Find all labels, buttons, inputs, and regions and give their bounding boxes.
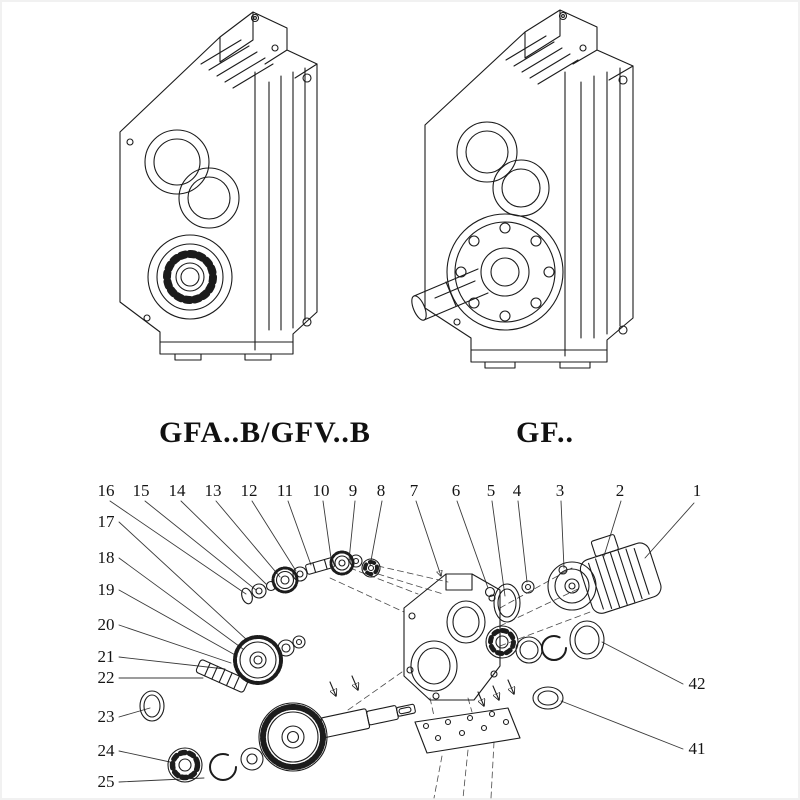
part-number-7: 7 — [410, 481, 419, 500]
motor-part — [484, 534, 662, 623]
part-number-18: 18 — [98, 548, 115, 567]
caption-gf: GF.. — [516, 416, 574, 449]
part-number-24: 24 — [98, 741, 116, 760]
gf-side-ribs — [580, 67, 621, 339]
part-number-22: 22 — [98, 668, 115, 687]
gf-output-shaft — [411, 268, 489, 321]
part-number-11: 11 — [277, 481, 293, 500]
gear-cluster-parts — [139, 635, 306, 722]
caption-gfab: GFA..B/GFV..B — [159, 416, 371, 449]
ring-parts — [485, 620, 605, 710]
gearbox-drawing-gfab — [119, 11, 318, 361]
gfab-outline — [119, 11, 318, 361]
part-number-20: 20 — [98, 615, 115, 634]
gfab-output-bearing — [147, 234, 233, 320]
part-number-13: 13 — [205, 481, 222, 500]
part-number-3: 3 — [556, 481, 565, 500]
part-number-42: 42 — [689, 674, 706, 693]
output-gear-parts — [167, 675, 416, 783]
part-number-1: 1 — [693, 481, 702, 500]
gfab-cooling-fins — [200, 39, 274, 89]
part-number-4: 4 — [513, 481, 522, 500]
part-number-14: 14 — [169, 481, 187, 500]
part-number-12: 12 — [241, 481, 258, 500]
gfab-input-bosses — [144, 129, 240, 229]
part-number-8: 8 — [377, 481, 386, 500]
gfab-side-ribs — [268, 67, 306, 331]
gf-cooling-fins — [505, 35, 579, 85]
gearbox-drawing-gf — [411, 9, 634, 369]
gasket-plate-part — [414, 679, 521, 754]
housing-part — [403, 573, 501, 701]
part-number-21: 21 — [98, 647, 115, 666]
projection-lines — [329, 565, 591, 799]
part-number-41: 41 — [689, 739, 706, 758]
part-number-6: 6 — [452, 481, 461, 500]
part-number-10: 10 — [313, 481, 330, 500]
part-number-23: 23 — [98, 707, 115, 726]
part-number-15: 15 — [133, 481, 150, 500]
part-number-25: 25 — [98, 772, 115, 791]
gfab-bolt-holes — [126, 44, 312, 327]
gf-input-bosses — [456, 121, 550, 217]
gf-outline — [424, 9, 634, 369]
leader-lines — [109, 500, 695, 783]
part-number-19: 19 — [98, 580, 115, 599]
input-shaft-parts — [241, 550, 381, 605]
gf-bolt-holes — [453, 44, 628, 335]
part-number-17: 17 — [98, 512, 116, 531]
part-number-16: 16 — [98, 481, 115, 500]
gf-output-flange — [446, 213, 564, 331]
part-number-2: 2 — [616, 481, 625, 500]
part-number-9: 9 — [349, 481, 358, 500]
part-number-5: 5 — [487, 481, 496, 500]
exploded-view-diagram: 16 15 14 13 12 11 10 9 8 7 6 5 4 3 2 1 1… — [98, 481, 706, 799]
part-numbers: 16 15 14 13 12 11 10 9 8 7 6 5 4 3 2 1 1… — [98, 481, 706, 791]
